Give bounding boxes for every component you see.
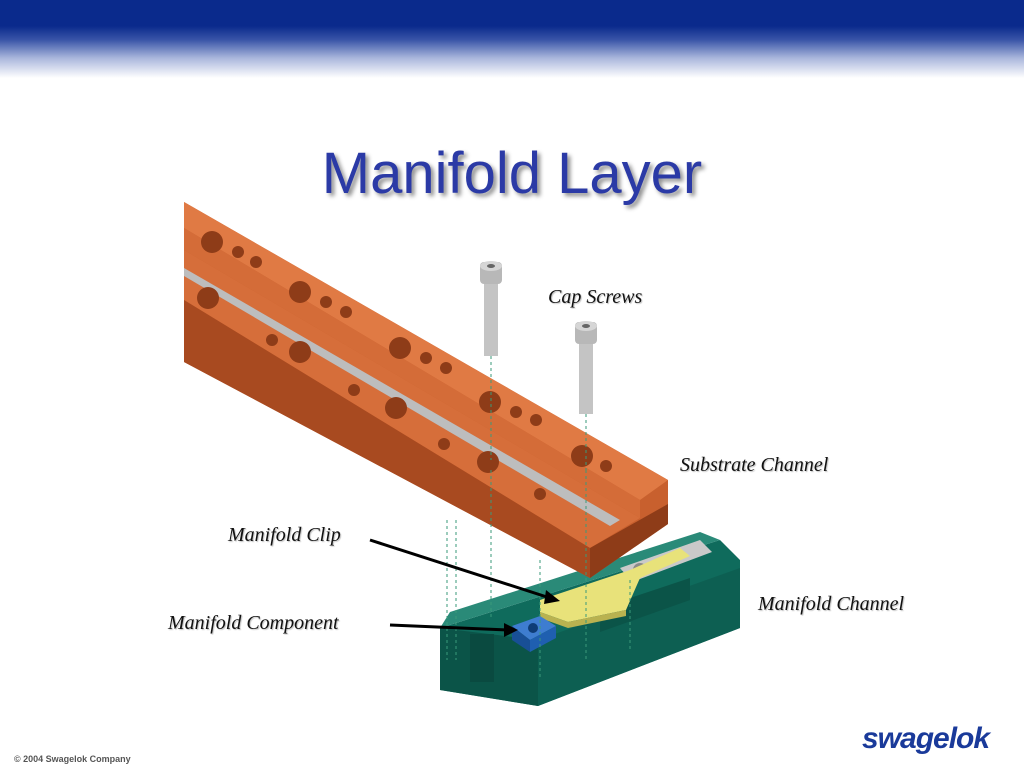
cap-screw-1 [480, 261, 502, 460]
header-band [0, 0, 1024, 78]
label-manifold-component: Manifold Component [168, 612, 339, 634]
slide-title: Manifold Layer [321, 141, 703, 206]
label-cap-screws: Cap Screws [548, 286, 643, 308]
manifold-component-part [512, 616, 556, 652]
label-manifold-clip: Manifold Clip [228, 524, 341, 546]
label-substrate-channel: Substrate Channel [680, 454, 829, 476]
substrate-channel-part [184, 202, 668, 578]
alignment-lines [446, 470, 631, 680]
cap-screw-2 [575, 321, 597, 470]
copyright-text: © 2004 Swagelok Company [14, 754, 131, 764]
manifold-clip-part [540, 548, 690, 628]
callout-arrow-component [389, 623, 518, 637]
swagelok-logo: swagelok [862, 722, 990, 755]
label-manifold-channel: Manifold Channel [758, 593, 905, 615]
callout-arrow-clip [369, 538, 560, 604]
